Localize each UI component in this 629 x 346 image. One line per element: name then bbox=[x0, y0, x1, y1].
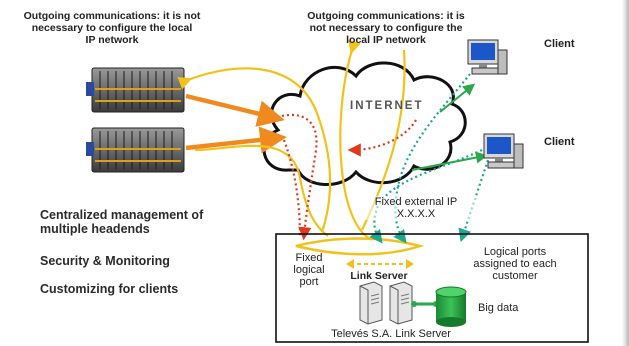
double-arrow-icon bbox=[346, 259, 414, 269]
feature-centralized: Centralized management of multiple heade… bbox=[40, 208, 204, 236]
link-server-label: Link Server bbox=[350, 270, 408, 282]
feature-customizing: Customizing for clients bbox=[40, 282, 179, 296]
big-data-label: Big data bbox=[478, 302, 519, 314]
computer-icon bbox=[467, 39, 508, 75]
green-link bbox=[411, 151, 488, 171]
client-label-2: Client bbox=[544, 136, 575, 148]
server-icon bbox=[359, 281, 383, 325]
headend-rack-icon bbox=[86, 67, 185, 113]
yellow-link bbox=[339, 39, 373, 241]
fixed-port-label: Fixed logical port bbox=[293, 252, 325, 288]
note-left: Outgoing communications: it is not neces… bbox=[23, 10, 201, 46]
page-edge-shadow bbox=[622, 0, 629, 346]
red-dotted-link bbox=[282, 139, 302, 239]
green-link bbox=[439, 83, 476, 113]
note-center: Outgoing communications: it is not neces… bbox=[307, 10, 465, 46]
headend-rack-icon bbox=[86, 127, 185, 173]
client-label-1: Client bbox=[544, 38, 575, 50]
yellow-link bbox=[295, 237, 425, 256]
logical-ports-label: Logical ports assigned to each customer bbox=[473, 246, 557, 282]
feature-security: Security & Monitoring bbox=[40, 254, 170, 268]
server-icon bbox=[389, 281, 413, 325]
fixed-ip-label: Fixed external IP X.X.X.X bbox=[356, 196, 476, 220]
red-dotted-link bbox=[347, 119, 417, 157]
server-caption: Televés S.A. Link Server bbox=[331, 328, 451, 340]
red-dotted-link bbox=[281, 113, 318, 241]
computer-icon bbox=[483, 133, 524, 169]
yellow-link bbox=[177, 67, 332, 233]
link-server-box bbox=[275, 233, 589, 343]
yellow-link bbox=[194, 144, 329, 237]
orange-link bbox=[185, 126, 287, 154]
orange-link bbox=[185, 93, 285, 127]
internet-label: INTERNET bbox=[350, 100, 424, 112]
database-icon bbox=[435, 286, 467, 327]
teal-dotted-link bbox=[393, 73, 471, 244]
